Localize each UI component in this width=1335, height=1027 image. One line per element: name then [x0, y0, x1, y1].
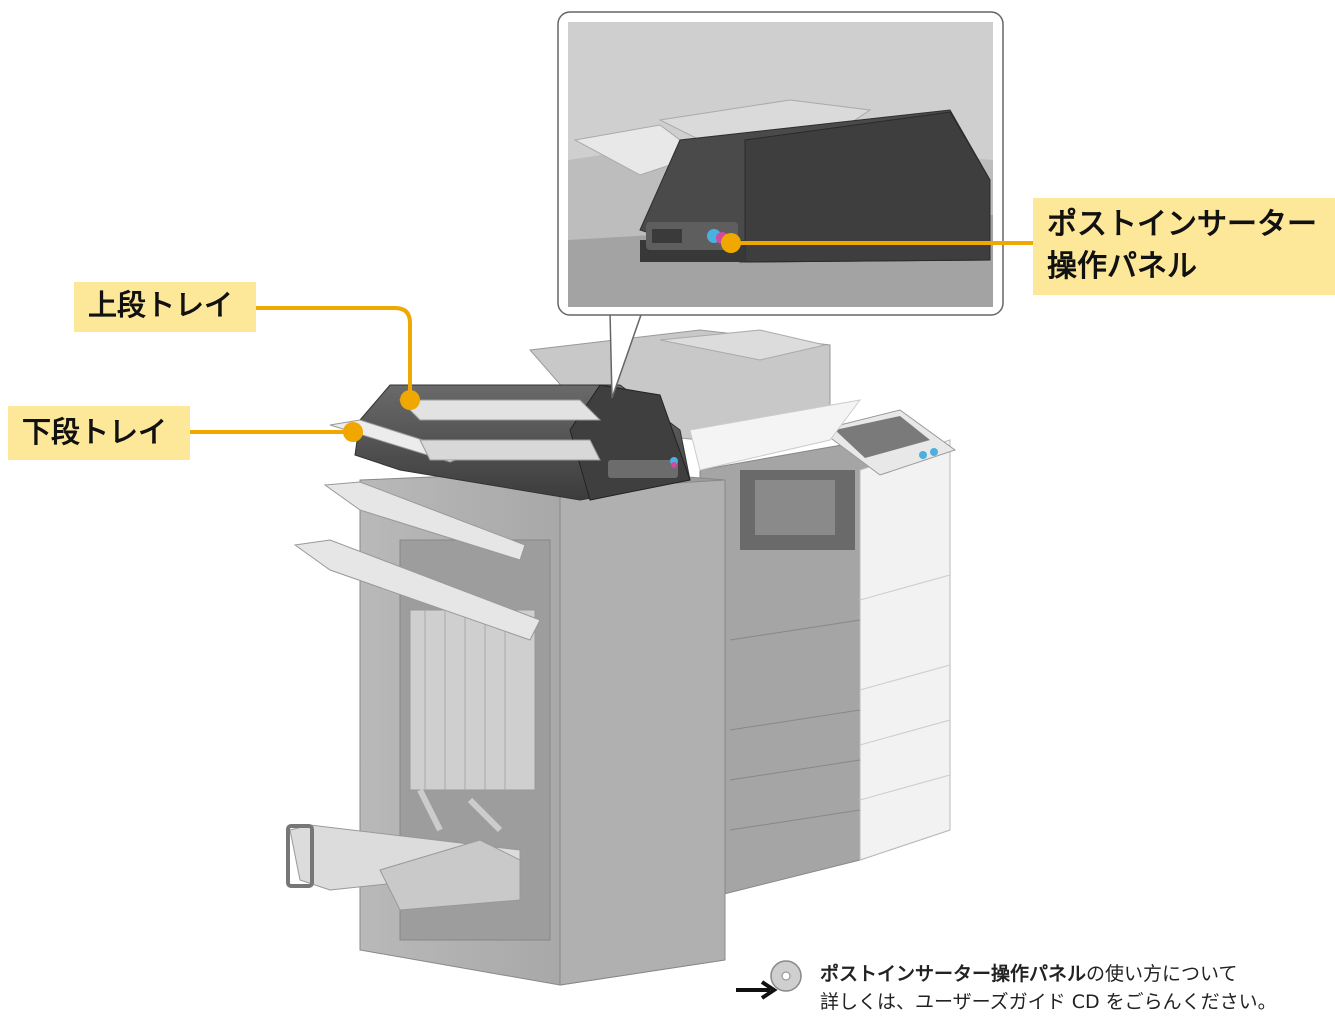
zoom-inset	[557, 11, 1004, 399]
upper-tray-label: 上段トレイ	[74, 282, 256, 332]
reference-note-line2: 詳しくは、ユーザーズガイド CD をごらんください。	[820, 991, 1277, 1013]
arrow-right-icon	[736, 980, 778, 1000]
leader-dots	[343, 233, 741, 442]
leader-lines	[190, 241, 1033, 434]
main-engine	[699, 409, 957, 901]
reference-note-bold: ポストインサーター操作パネル	[820, 963, 1087, 985]
reference-note-rest: の使い方について	[1086, 963, 1238, 985]
lower-tray-label: 下段トレイ	[8, 406, 190, 460]
cd-disc-icon	[770, 960, 802, 992]
reference-icons	[736, 960, 802, 1000]
post-inserter	[329, 384, 691, 501]
finisher	[286, 469, 726, 986]
post-inserter-panel-label-line1: ポストインサーター	[1047, 207, 1317, 242]
post-inserter-panel-label-line2: 操作パネル	[1047, 249, 1197, 284]
reference-note-text: ポストインサーター操作パネルの使い方について 詳しくは、ユーザーズガイド CD …	[820, 960, 1277, 1016]
post-inserter-panel-label: ポストインサーター 操作パネル	[1033, 198, 1335, 295]
reference-note: ポストインサーター操作パネルの使い方について 詳しくは、ユーザーズガイド CD …	[734, 960, 1335, 1027]
